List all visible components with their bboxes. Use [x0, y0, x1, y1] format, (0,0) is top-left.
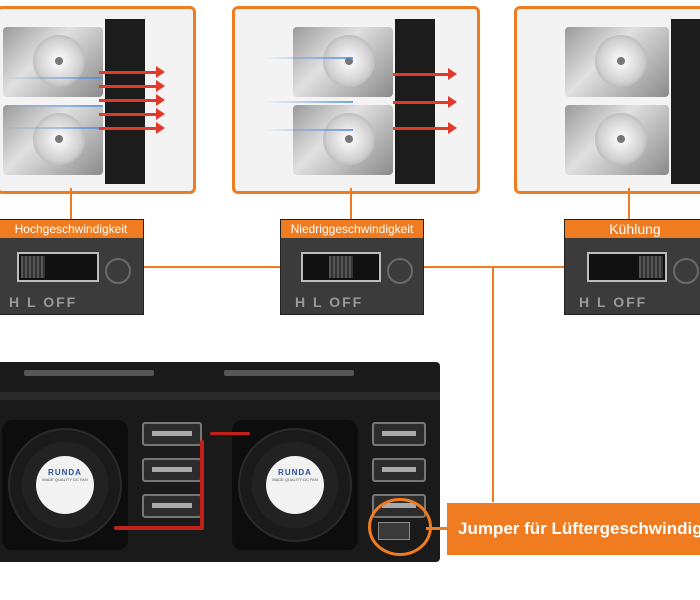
jumper-highlight-circle — [368, 498, 432, 556]
sata-port — [372, 422, 426, 446]
fan-brand: RUNDA — [48, 468, 82, 477]
drive-cage-unit: RUNDA MADE QUALITY DC FAN RUNDA MADE QUA… — [0, 362, 440, 562]
sata-port — [142, 458, 202, 482]
cooling-fan: RUNDA MADE QUALITY DC FAN — [2, 420, 128, 550]
hard-drive — [3, 105, 103, 175]
airflow-arrow — [99, 122, 165, 134]
fan-speed-switch-high: Hochgeschwindigkeit H L OFF — [0, 219, 144, 315]
airflow-panel-high — [0, 6, 196, 194]
airflow-arrow — [393, 68, 457, 80]
fan-icon — [673, 258, 699, 284]
connector-line — [422, 266, 566, 268]
sata-port — [372, 458, 426, 482]
airflow-arrow — [99, 108, 165, 120]
airflow-panel-off — [514, 6, 700, 194]
switch-positions: H L OFF — [579, 294, 648, 310]
fan-hub: RUNDA MADE QUALITY DC FAN — [266, 456, 324, 514]
hard-drive — [565, 105, 669, 175]
connector-line — [426, 527, 448, 530]
airflow-panel-low — [232, 6, 480, 194]
fan-speed-switch-low: Niedriggeschwindigkeit H L OFF — [280, 219, 424, 315]
switch-label: Niedriggeschwindigkeit — [281, 220, 423, 238]
connector-line — [350, 188, 352, 220]
fan-icon — [105, 258, 131, 284]
connector-line — [492, 266, 494, 502]
switch-knob — [21, 256, 45, 278]
bay-frame — [671, 19, 700, 184]
switch-knob — [639, 256, 663, 278]
switch-positions: H L OFF — [295, 294, 364, 310]
sata-port — [142, 494, 202, 518]
airflow-arrow — [99, 80, 165, 92]
hard-drive — [3, 27, 103, 97]
jumper-callout: Jumper für Lüftergeschwindigkeit — [447, 503, 700, 555]
sata-port — [142, 422, 202, 446]
airflow-arrow — [393, 96, 457, 108]
switch-slot — [301, 252, 381, 282]
switch-label: Hochgeschwindigkeit — [0, 220, 143, 238]
switch-positions: H L OFF — [9, 294, 78, 310]
fan-badge-text: MADE QUALITY DC FAN — [42, 477, 88, 482]
switch-slot — [17, 252, 99, 282]
fan-brand: RUNDA — [278, 468, 312, 477]
switch-knob — [329, 256, 353, 278]
hard-drive — [293, 105, 393, 175]
fan-speed-switch-off: Kühlung H L OFF — [564, 219, 700, 315]
fan-badge-text: MADE QUALITY DC FAN — [272, 477, 318, 482]
switch-slot — [587, 252, 667, 282]
airflow-arrow — [99, 66, 165, 78]
connector-line — [142, 266, 280, 268]
switch-label: Kühlung — [565, 220, 700, 238]
airflow-arrow — [393, 122, 457, 134]
connector-line — [628, 188, 630, 220]
cooling-fan: RUNDA MADE QUALITY DC FAN — [232, 420, 358, 550]
fan-icon — [387, 258, 413, 284]
connector-line — [70, 188, 72, 220]
hard-drive — [565, 27, 669, 97]
fan-hub: RUNDA MADE QUALITY DC FAN — [36, 456, 94, 514]
hard-drive — [293, 27, 393, 97]
airflow-arrow — [99, 94, 165, 106]
